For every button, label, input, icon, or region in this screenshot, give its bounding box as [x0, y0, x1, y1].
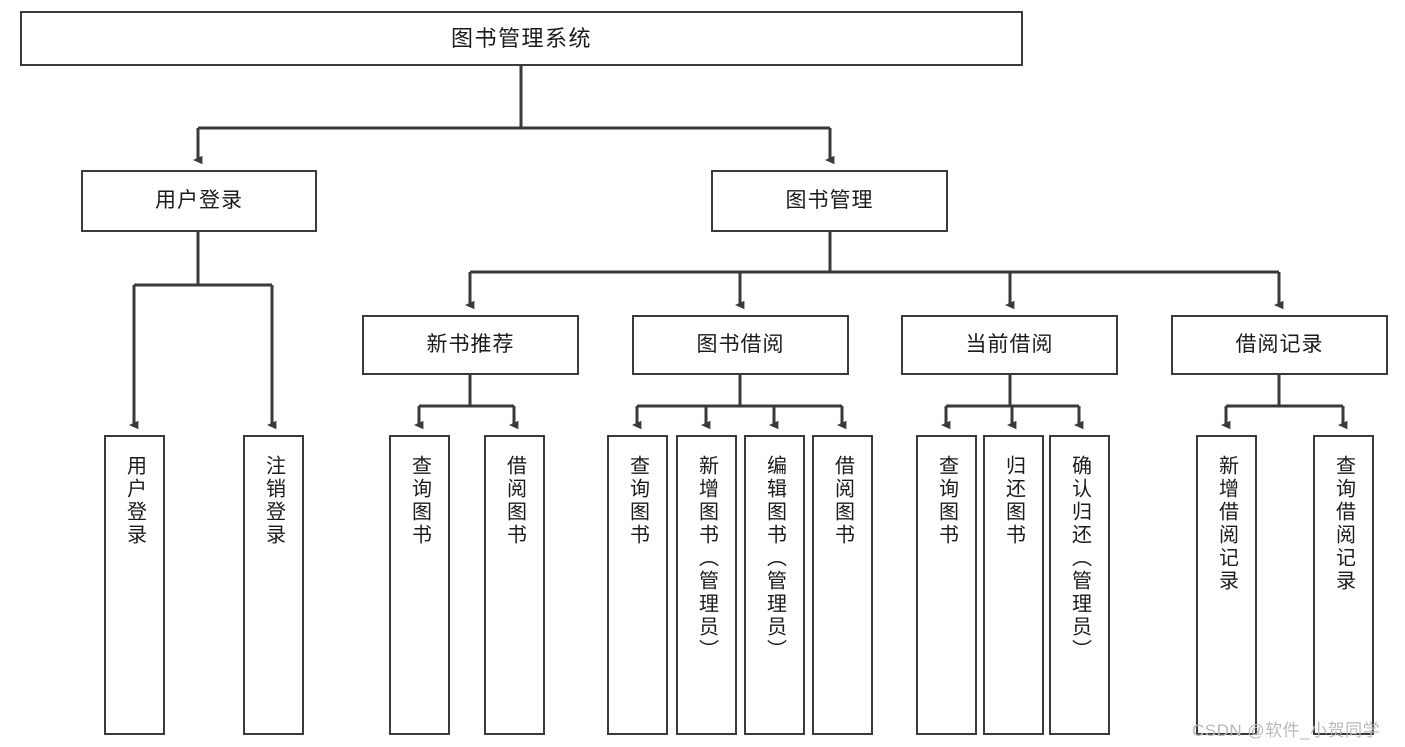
node-label: 注销登录 — [262, 455, 285, 547]
node-label: 图书借阅 — [696, 332, 785, 356]
node-label: 查询图书 — [626, 455, 649, 547]
node-label: 编辑图书（管理员） — [763, 455, 786, 662]
node-leaf-return-book[interactable]: 归还图书 — [983, 435, 1044, 735]
node-leaf-user-login[interactable]: 用户登录 — [104, 435, 165, 735]
node-leaf-query-borrow-record[interactable]: 查询借阅记录 — [1313, 435, 1374, 735]
node-label: 借阅图书 — [831, 455, 854, 547]
node-label: 新增借阅记录 — [1215, 455, 1238, 593]
node-leaf-query-book-borrow[interactable]: 查询图书 — [607, 435, 668, 735]
node-leaf-query-book-recommend[interactable]: 查询图书 — [389, 435, 450, 735]
node-label: 新书推荐 — [426, 332, 515, 356]
node-label: 查询图书 — [935, 455, 958, 547]
node-leaf-logout-login[interactable]: 注销登录 — [243, 435, 304, 735]
node-leaf-confirm-return[interactable]: 确认归还（管理员） — [1049, 435, 1110, 735]
watermark: CSDN @软件_小贺同学 — [1192, 721, 1381, 740]
node-book-borrow[interactable]: 图书借阅 — [632, 315, 849, 375]
node-book-management[interactable]: 图书管理 — [711, 170, 948, 232]
node-label: 确认归还（管理员） — [1068, 455, 1091, 662]
node-label: 借阅图书 — [503, 455, 526, 547]
node-leaf-edit-book[interactable]: 编辑图书（管理员） — [744, 435, 805, 735]
node-label: 图书管理系统 — [450, 25, 592, 51]
node-label: 查询借阅记录 — [1332, 455, 1355, 593]
node-label: 用户登录 — [155, 188, 243, 212]
node-label: 新增图书（管理员） — [695, 455, 718, 662]
node-leaf-borrow-book-recommend[interactable]: 借阅图书 — [484, 435, 545, 735]
node-leaf-add-book[interactable]: 新增图书（管理员） — [676, 435, 737, 735]
node-label: 当前借阅 — [965, 332, 1054, 356]
node-leaf-query-book-current[interactable]: 查询图书 — [916, 435, 977, 735]
node-root-book-management-system[interactable]: 图书管理系统 — [20, 11, 1023, 66]
node-current-borrow[interactable]: 当前借阅 — [901, 315, 1118, 375]
node-leaf-borrow-book[interactable]: 借阅图书 — [812, 435, 873, 735]
node-leaf-add-borrow-record[interactable]: 新增借阅记录 — [1196, 435, 1257, 735]
node-borrow-record[interactable]: 借阅记录 — [1171, 315, 1388, 375]
node-label: 图书管理 — [785, 188, 874, 212]
node-new-book-recommend[interactable]: 新书推荐 — [362, 315, 579, 375]
node-user-login[interactable]: 用户登录 — [81, 170, 317, 232]
node-label: 查询图书 — [408, 455, 431, 547]
node-label: 借阅记录 — [1235, 332, 1324, 356]
node-label: 用户登录 — [123, 455, 146, 547]
node-label: 归还图书 — [1002, 455, 1025, 547]
